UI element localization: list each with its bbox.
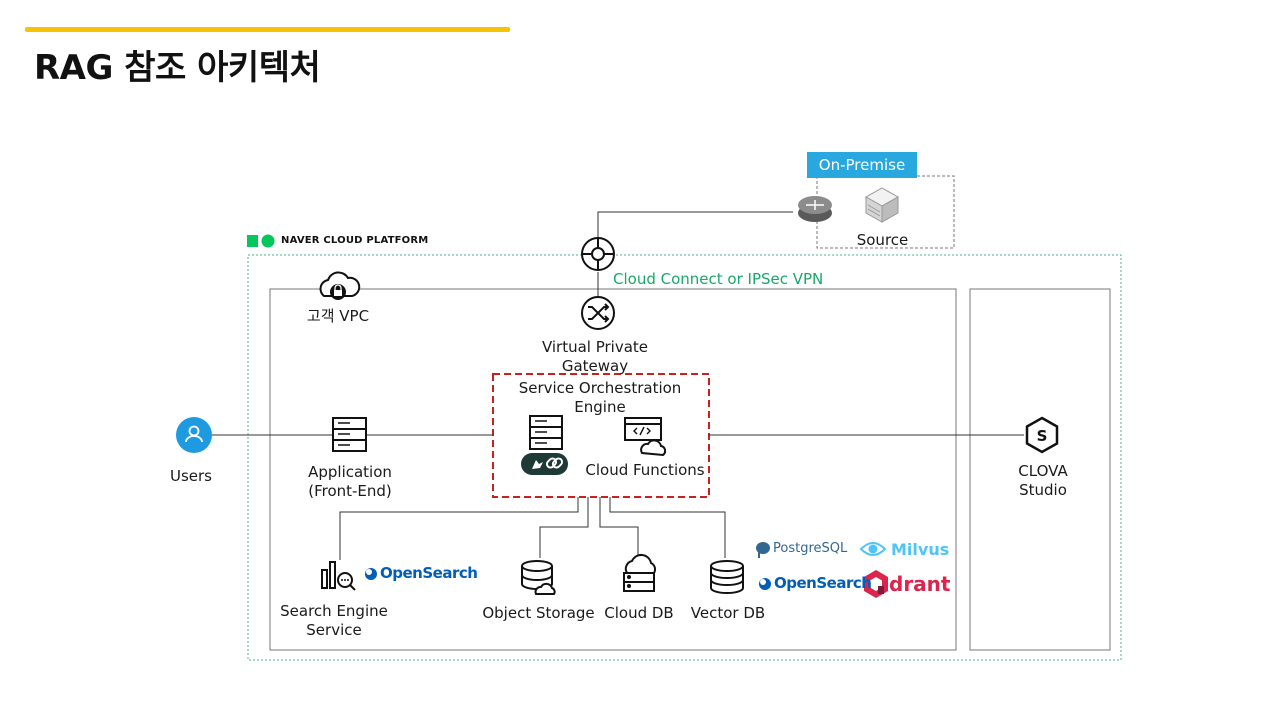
milvus-logo-text: Milvus (891, 540, 950, 559)
cloud-db-label: Cloud DB (604, 604, 674, 622)
svg-text:S: S (1037, 427, 1048, 445)
clova-studio-label: CLOVA Studio (1018, 462, 1068, 499)
opensearch-logo-icon (365, 568, 377, 580)
vpg-label: Virtual Private Gateway (541, 338, 649, 375)
vpn-connector-icon (581, 237, 615, 271)
ncp-logo-icon (247, 234, 275, 248)
search-engine-icon (321, 561, 356, 591)
vector-db-icon (710, 560, 744, 594)
clova-box (969, 288, 1111, 651)
cloud-functions-label: Cloud Functions (585, 461, 705, 479)
cloud-functions-icon (624, 417, 667, 457)
object-storage-icon (521, 560, 556, 595)
vpc-cloud-lock-icon (319, 271, 361, 300)
postgresql-logo-icon (756, 542, 770, 558)
opensearch-logo-text: OpenSearch (774, 574, 872, 592)
object-storage-label: Object Storage (482, 604, 595, 622)
users-label: Users (169, 467, 212, 485)
vpg-icon (581, 296, 615, 330)
application-server-icon (332, 417, 367, 452)
opensearch-logo-icon (759, 578, 771, 590)
opensearch-logo-text: OpenSearch (380, 564, 478, 582)
cloud-db-icon (623, 553, 657, 592)
ncp-boundary (247, 254, 1122, 661)
milvus-logo-icon (859, 542, 887, 556)
postgresql-logo-text: PostgreSQL (773, 541, 848, 556)
title-accent-bar (25, 27, 510, 32)
page-title: RAG 참조 아키텍처 (34, 48, 321, 88)
ncp-brand-label: NAVER CLOUD PLATFORM (281, 235, 429, 246)
qdrant-logo-text: drant (889, 572, 951, 596)
vpc-label: 고객 VPC (306, 307, 370, 325)
user-icon (176, 417, 212, 453)
vpn-label: Cloud Connect or IPSec VPN (613, 270, 824, 288)
langchain-badge-icon (521, 453, 568, 475)
vector-db-label: Vector DB (690, 604, 766, 622)
qdrant-logo-icon (864, 570, 888, 598)
vpc-box (269, 288, 957, 651)
orchestration-title: Service Orchestration Engine (518, 379, 682, 416)
server-cube-icon (864, 187, 900, 223)
source-label: Source (856, 231, 909, 249)
search-engine-label: Search Engine Service (280, 602, 388, 639)
router-icon (798, 196, 832, 222)
onprem-badge: On-Premise (807, 152, 917, 178)
orchestration-server-icon (529, 415, 563, 450)
application-label: Application (Front-End) (308, 463, 392, 500)
clova-studio-icon: S (1025, 416, 1059, 454)
